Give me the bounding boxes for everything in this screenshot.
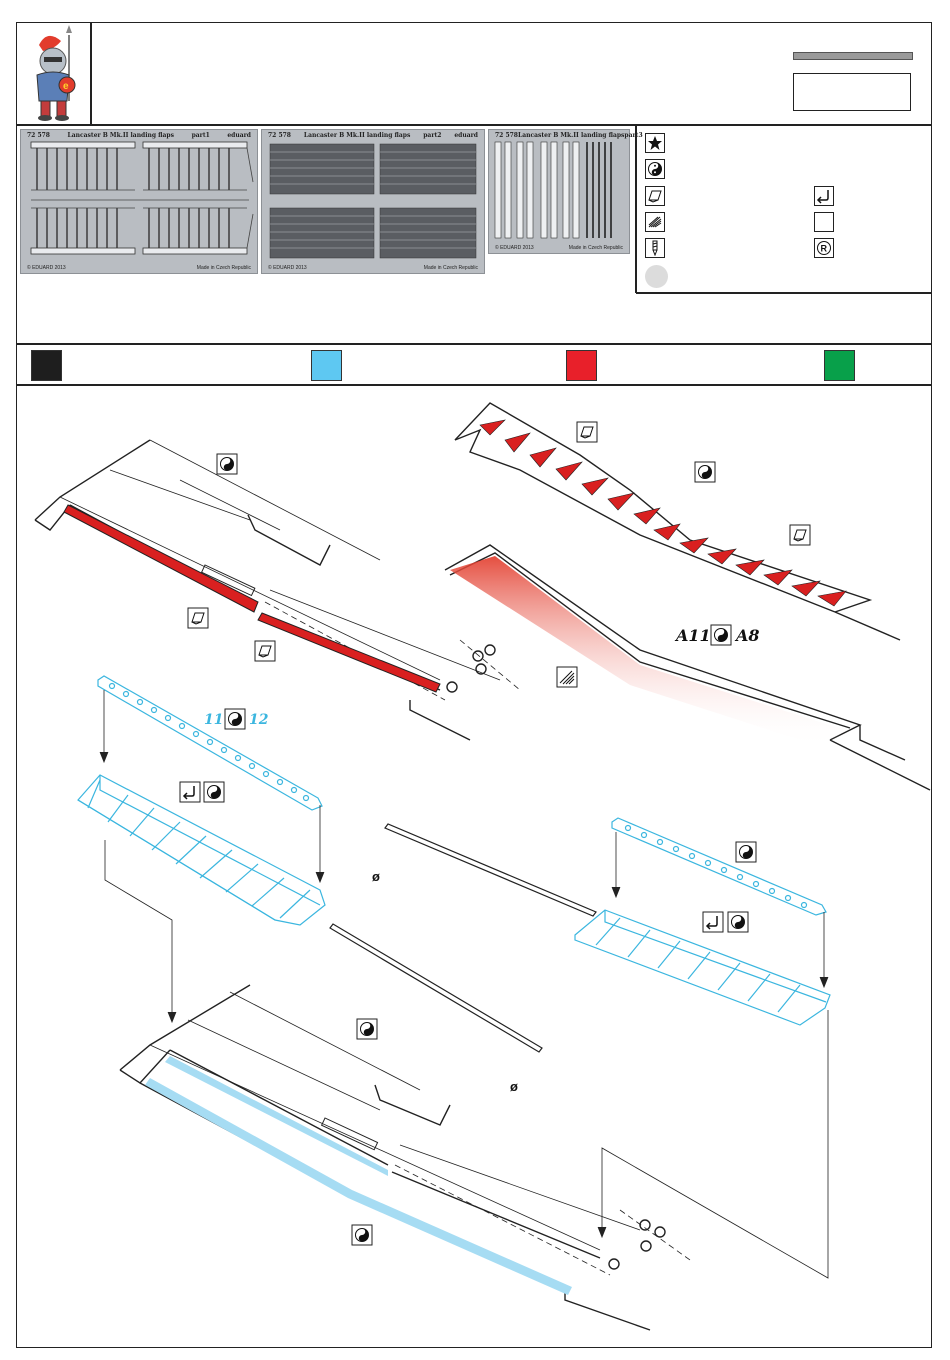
rod-symbol-upper: ø xyxy=(372,869,380,884)
sanding-icon xyxy=(557,667,577,687)
fold-icon xyxy=(188,608,208,628)
yin-yang-icon xyxy=(695,462,715,482)
yin-yang-icon xyxy=(728,912,748,932)
part-label-a11: A11 xyxy=(674,626,711,645)
part-label-a8: A8 xyxy=(734,626,760,645)
yin-yang-icon xyxy=(711,625,731,645)
yin-yang-icon xyxy=(357,1019,377,1039)
wing-upper-left xyxy=(35,440,520,740)
fold-icon xyxy=(577,422,597,442)
yin-yang-icon xyxy=(352,1225,372,1245)
yin-yang-icon xyxy=(217,454,237,474)
fold-icon xyxy=(255,641,275,661)
rod-symbol-lower: ø xyxy=(510,1079,518,1094)
pe-strip-right xyxy=(612,818,826,915)
bend-icon xyxy=(180,782,200,802)
pe-flap-frame-left xyxy=(78,775,325,925)
yin-yang-icon xyxy=(204,782,224,802)
wing-lower xyxy=(120,985,690,1330)
part-label-12: 12 xyxy=(249,712,269,728)
bend-icon xyxy=(703,912,723,932)
rod-upper xyxy=(385,824,596,916)
fold-icon xyxy=(790,525,810,545)
part-label-11: 11 xyxy=(204,712,223,728)
yin-yang-icon xyxy=(225,709,245,729)
yin-yang-icon xyxy=(736,842,756,862)
